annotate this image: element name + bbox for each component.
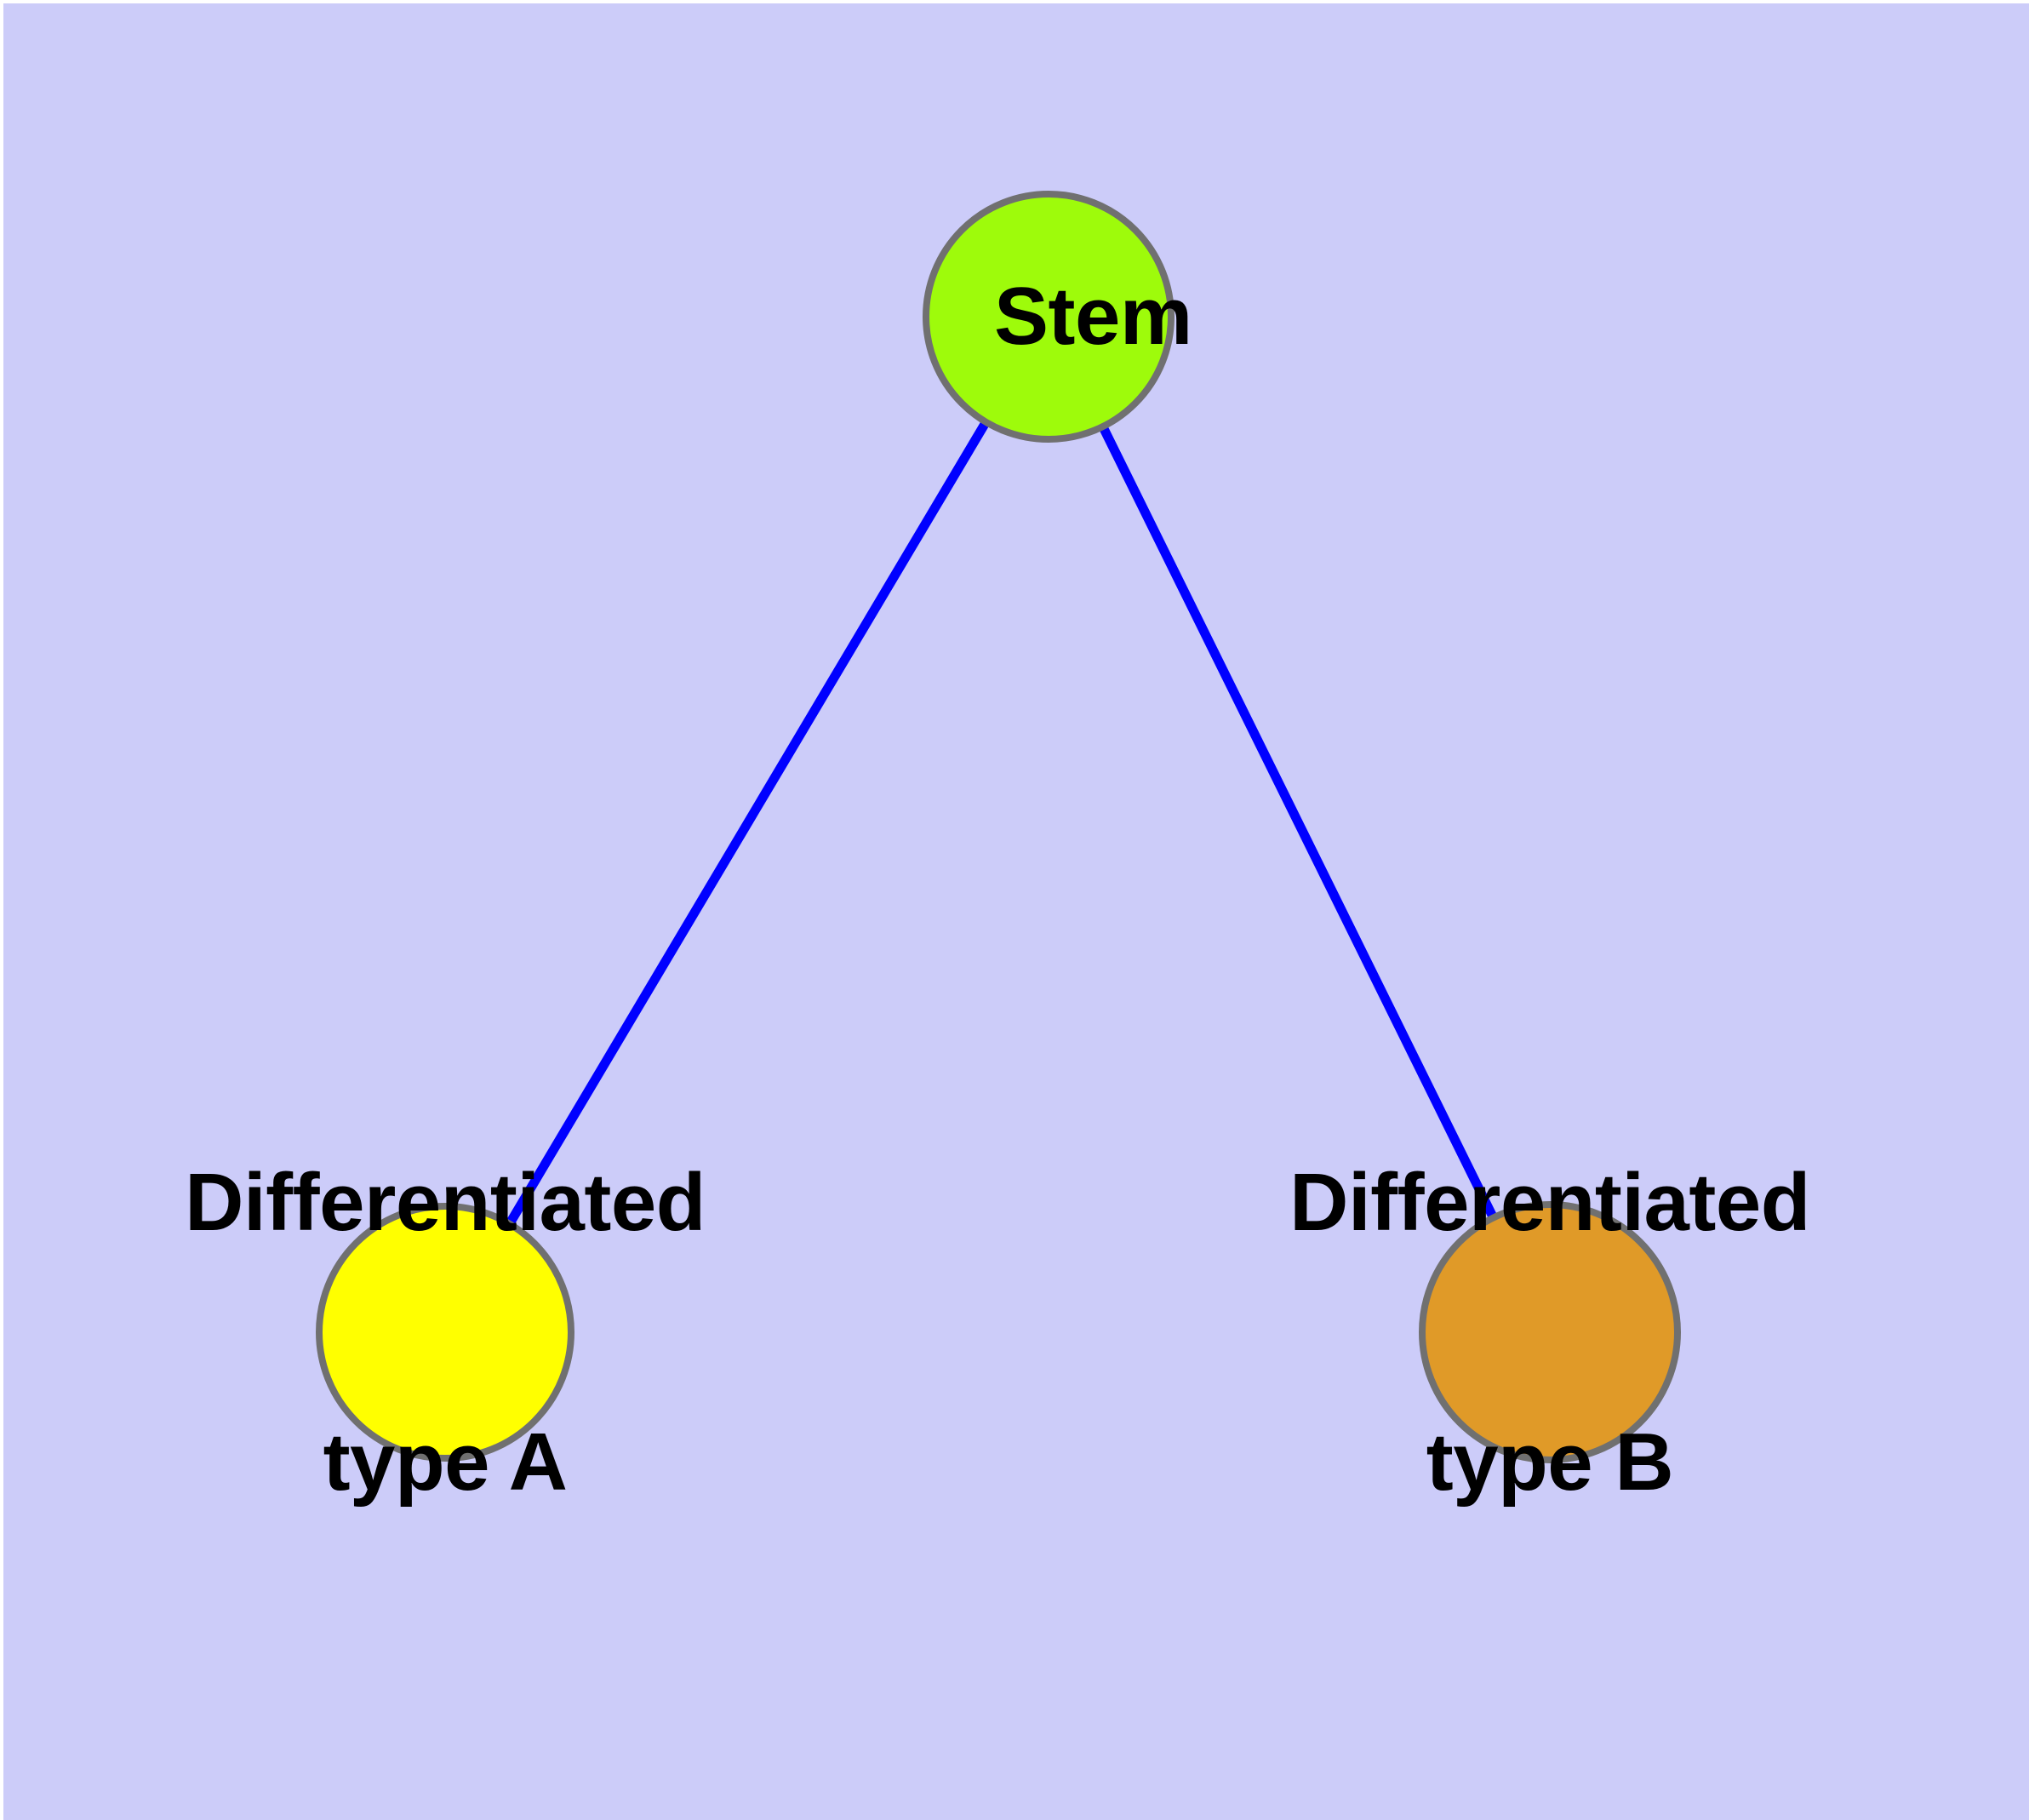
node-stem[interactable] <box>923 191 1175 443</box>
edge-layer <box>440 312 1555 1337</box>
node-differentiated-type-a[interactable] <box>316 1203 574 1462</box>
node-layer <box>316 191 1681 1463</box>
edge-stem-diff-a[interactable] <box>440 312 1054 1337</box>
node-differentiated-type-b[interactable] <box>1419 1201 1681 1463</box>
edge-stem-diff-b[interactable] <box>1043 312 1555 1337</box>
